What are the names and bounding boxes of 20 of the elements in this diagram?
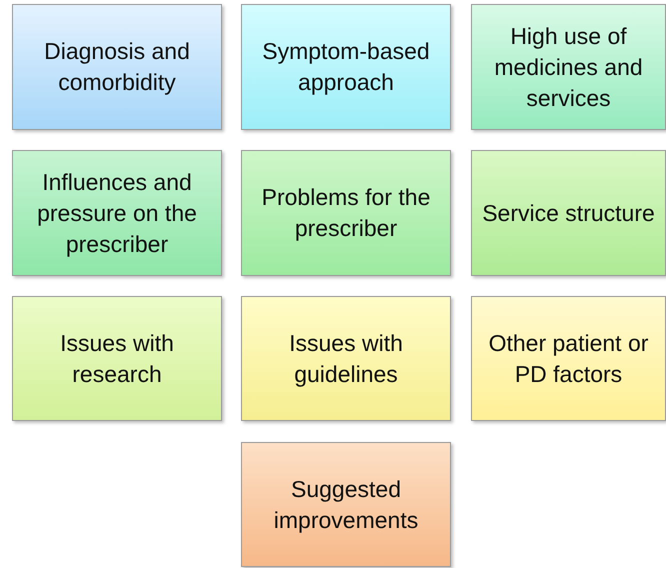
box-label: Problems for the prescriber — [260, 183, 432, 243]
box-label: Issues with guidelines — [288, 328, 404, 389]
topic-box — [12, 150, 222, 276]
topic-box — [241, 442, 451, 567]
box-label: Suggested improvements — [272, 474, 420, 535]
box-label: Issues with research — [59, 328, 175, 388]
box-label: Service structure — [481, 198, 656, 228]
box-label: Diagnosis and comorbidity — [43, 37, 191, 97]
topic-box — [241, 150, 451, 276]
topic-box — [471, 150, 666, 276]
box-label: Influences and pressure on the prescriber — [36, 168, 198, 259]
box-label: High use of medicines and services — [493, 22, 644, 112]
topic-box — [471, 4, 666, 130]
topic-box — [241, 4, 451, 130]
topic-box — [471, 296, 666, 421]
topic-box — [241, 296, 451, 421]
box-label: Symptom-based approach — [261, 37, 431, 97]
topic-box — [12, 296, 222, 421]
box-label: Other patient or PD factors — [488, 328, 650, 388]
topic-box — [12, 4, 222, 130]
